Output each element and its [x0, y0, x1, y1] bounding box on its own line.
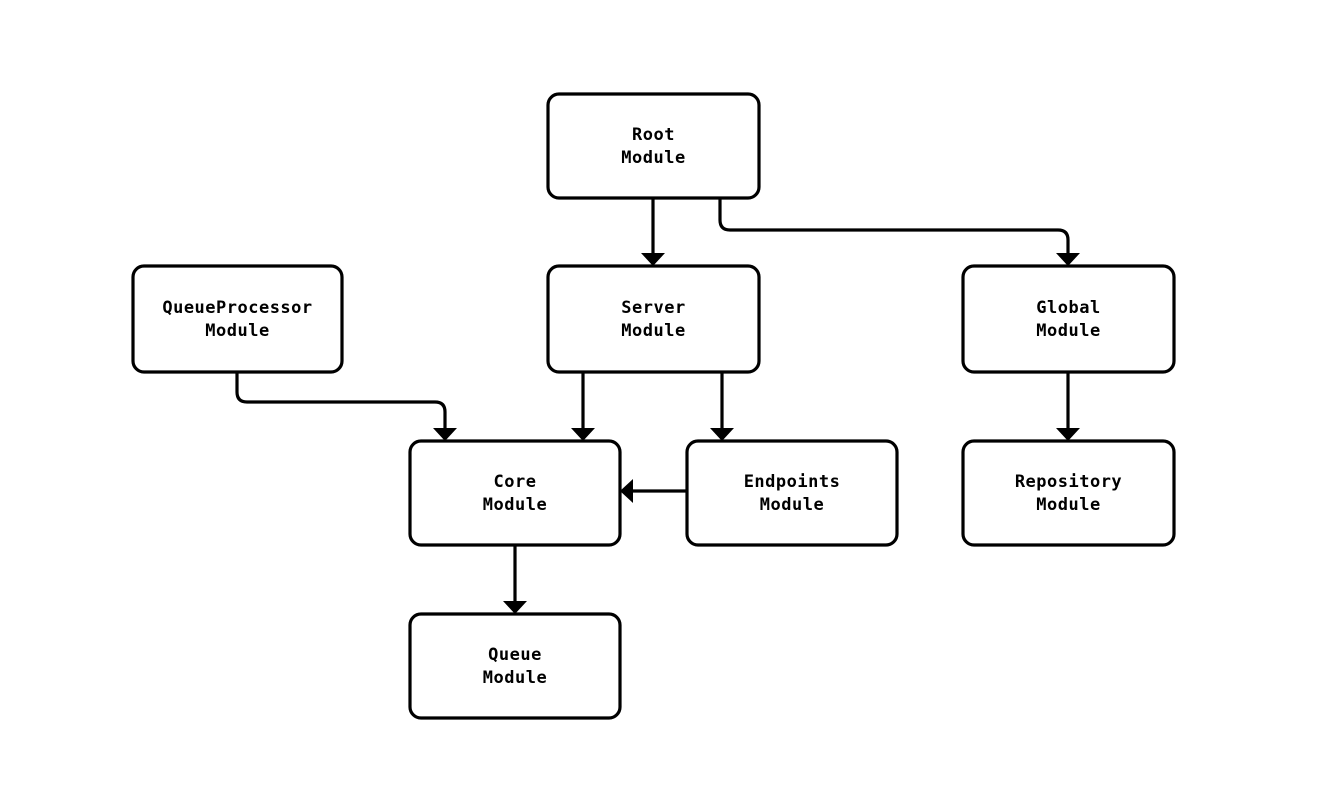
node-label-line1: Endpoints: [744, 472, 841, 492]
node-box[interactable]: [685, 439, 899, 547]
nodes-layer: RootModuleQueueProcessorModuleServerModu…: [131, 92, 1176, 720]
edge-line: [235, 372, 447, 430]
edge-arrowhead: [1056, 253, 1080, 266]
edge-root-server: [641, 198, 665, 266]
node-label-line1: Repository: [1015, 472, 1122, 492]
node-box[interactable]: [546, 92, 761, 200]
edge-endpoints-core: [620, 479, 687, 503]
edge-arrowhead: [641, 253, 665, 266]
node-label-line1: Server: [621, 298, 685, 318]
node-label-line1: Root: [632, 125, 675, 145]
node-label-line1: Global: [1036, 298, 1100, 318]
node-label-line2: Module: [621, 148, 685, 168]
node-label-line2: Module: [205, 321, 269, 341]
edge-global-repository: [1056, 372, 1080, 441]
node-label-line2: Module: [483, 495, 547, 515]
edge-queueprocessor-core: [235, 372, 457, 441]
edge-arrowhead: [503, 601, 527, 614]
edge-arrowhead: [620, 479, 633, 503]
node-label-line2: Module: [621, 321, 685, 341]
node-label-line2: Module: [483, 668, 547, 688]
node-box[interactable]: [131, 264, 344, 374]
edge-arrowhead: [433, 428, 457, 441]
edge-server-core: [571, 372, 595, 441]
edge-line: [718, 198, 1070, 255]
node-label-line2: Module: [1036, 321, 1100, 341]
edge-arrowhead: [1056, 428, 1080, 441]
node-box[interactable]: [408, 439, 622, 547]
edge-server-endpoints: [710, 372, 734, 441]
edge-root-global: [718, 198, 1080, 266]
node-label-line2: Module: [1036, 495, 1100, 515]
edge-core-queue: [503, 545, 527, 614]
node-label-line1: QueueProcessor: [162, 298, 312, 318]
node-box[interactable]: [961, 264, 1176, 374]
edge-arrowhead: [710, 428, 734, 441]
node-label-line2: Module: [760, 495, 824, 515]
node-label-line1: Queue: [488, 645, 542, 665]
node-box[interactable]: [961, 439, 1176, 547]
node-label-line1: Core: [494, 472, 537, 492]
node-box[interactable]: [408, 612, 622, 720]
node-box[interactable]: [546, 264, 761, 374]
edge-arrowhead: [571, 428, 595, 441]
edges-layer: [235, 198, 1080, 614]
